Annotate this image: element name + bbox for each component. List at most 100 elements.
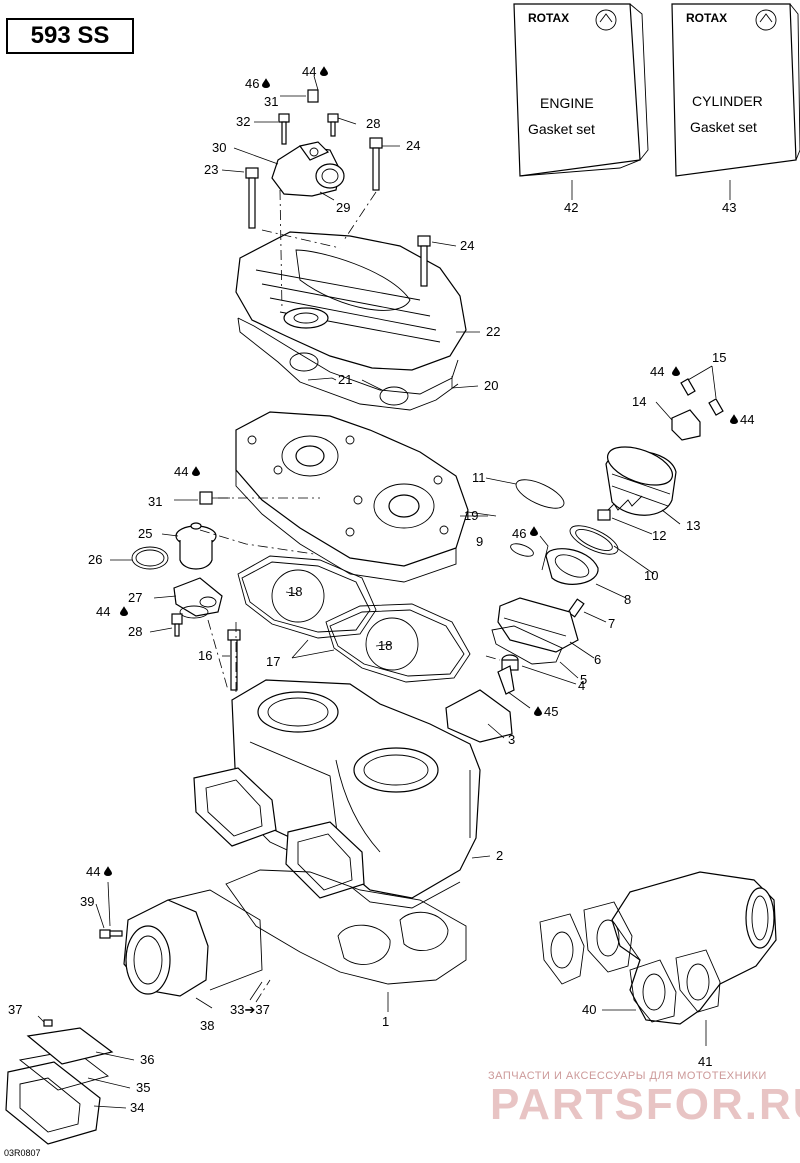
callout-8: 8 xyxy=(624,592,631,607)
seal-26[interactable] xyxy=(131,546,169,570)
engine-gasket-kit[interactable] xyxy=(513,3,649,177)
callout-27: 27 xyxy=(128,590,142,605)
assembly-lines xyxy=(199,189,501,1003)
reed-block-left[interactable] xyxy=(193,767,277,847)
callout-38: 38 xyxy=(200,1018,214,1033)
o-ring-11[interactable] xyxy=(512,474,568,514)
crankcase-gasket-1[interactable] xyxy=(225,869,467,985)
plug-31-side[interactable] xyxy=(199,491,213,505)
sealant-drop-icon xyxy=(320,66,328,76)
callout-11: 11 xyxy=(472,470,486,485)
sealant-44-label: 44 xyxy=(174,464,188,479)
sealant-drop-icon xyxy=(534,706,542,716)
sealant-45-label: 45 xyxy=(544,704,558,719)
head-gasket-right[interactable] xyxy=(325,603,471,683)
o-ring-21-right[interactable] xyxy=(379,386,409,406)
valve-cup-4[interactable] xyxy=(501,654,519,671)
sealant-drop-icon xyxy=(104,866,112,876)
gasket-20[interactable] xyxy=(237,317,459,411)
callout-29: 29 xyxy=(336,200,350,215)
callout-20: 20 xyxy=(484,378,498,393)
callout-5: 5 xyxy=(580,672,587,687)
cylinder-gasket-kit[interactable] xyxy=(671,3,800,177)
bolt-24-top[interactable] xyxy=(369,137,383,191)
o-ring-9[interactable] xyxy=(509,541,535,559)
intake-manifold-38[interactable] xyxy=(123,889,263,997)
reed-stopper-36[interactable] xyxy=(26,1027,114,1065)
screw-7[interactable] xyxy=(567,598,585,618)
callout-23: 23 xyxy=(204,162,218,177)
o-ring-21-left[interactable] xyxy=(289,352,319,372)
kit-subtitle: Gasket set xyxy=(528,121,595,137)
sealant-44-label: 44 xyxy=(96,604,110,619)
bolt-28-top[interactable] xyxy=(327,113,339,137)
exhaust-gasket-40[interactable] xyxy=(539,901,721,1023)
thermostat-25[interactable] xyxy=(175,522,217,570)
plug-31-top[interactable] xyxy=(307,89,319,103)
screw-15-left[interactable] xyxy=(680,378,696,396)
thermostat-housing[interactable] xyxy=(271,141,345,197)
model-title: 593 SS xyxy=(6,18,134,54)
cylinder-head[interactable] xyxy=(235,411,469,583)
kit-brand: ROTAX xyxy=(528,11,569,25)
callout-15: 15 xyxy=(712,350,726,365)
screw-15-right[interactable] xyxy=(708,398,724,416)
callout-10: 10 xyxy=(644,568,658,583)
leader-lines xyxy=(37,75,731,1109)
callout-33-to-37: 33➔37 xyxy=(230,1002,270,1017)
exhaust-manifold-41[interactable] xyxy=(611,871,777,1025)
reed-block-right[interactable] xyxy=(285,821,365,899)
screw-37[interactable] xyxy=(43,1019,53,1027)
sealant-44-label: 44 xyxy=(650,364,664,379)
callout-28: 28 xyxy=(128,624,142,639)
bolt-32[interactable] xyxy=(278,113,290,145)
watermark-site: PARTSFOR.RU xyxy=(490,1080,800,1129)
bolt-24-head[interactable] xyxy=(417,235,431,287)
head-gasket-left[interactable] xyxy=(237,555,377,639)
callout-21: 21 xyxy=(338,372,352,387)
callout-18: 18 xyxy=(288,584,302,599)
valve-housing-6[interactable] xyxy=(497,597,579,653)
sealant-44-label: 44 xyxy=(302,64,316,79)
callout-42: 42 xyxy=(564,200,578,215)
callout-12: 12 xyxy=(652,528,666,543)
gasket-5[interactable] xyxy=(491,625,563,665)
sealant-drop-icon xyxy=(530,526,538,536)
bolt-28-cover[interactable] xyxy=(171,613,183,637)
sealant-46-label: 46 xyxy=(245,76,259,91)
callout-18: 18 xyxy=(378,638,392,653)
cylinder-block[interactable] xyxy=(231,679,481,909)
plug-14[interactable] xyxy=(671,409,701,441)
rave-valve-3[interactable] xyxy=(445,665,515,743)
bolt-16[interactable] xyxy=(227,629,241,691)
spring-12[interactable] xyxy=(597,495,643,521)
sealant-drop-icon xyxy=(120,606,128,616)
bellows-8[interactable] xyxy=(545,548,599,585)
callout-31: 31 xyxy=(264,94,278,109)
bolt-23[interactable] xyxy=(245,167,259,229)
callout-19: 19 xyxy=(464,508,478,523)
cover-13[interactable] xyxy=(603,439,678,516)
diagram-code: 03R0807 xyxy=(4,1148,41,1158)
callout-2: 2 xyxy=(496,848,503,863)
callout-34: 34 xyxy=(130,1100,144,1115)
sealant-drop-icon xyxy=(672,366,680,376)
sealant-46-label: 46 xyxy=(512,526,526,541)
kit-brand: ROTAX xyxy=(686,11,727,25)
kit-subtitle: Gasket set xyxy=(690,119,757,135)
gasket-10[interactable] xyxy=(566,520,622,560)
bolt-39[interactable] xyxy=(99,929,123,939)
callout-9: 9 xyxy=(476,534,483,549)
callout-16: 16 xyxy=(198,648,212,663)
reed-spacer-34[interactable] xyxy=(5,1061,101,1145)
rotax-logo-icon xyxy=(595,9,617,31)
callout-25: 25 xyxy=(138,526,152,541)
callout-41: 41 xyxy=(698,1054,712,1069)
callout-6: 6 xyxy=(594,652,601,667)
cylinder-head-cover[interactable] xyxy=(235,231,467,371)
callout-labels: 42 43 46 44 31 32 28 24 30 23 29 24 22 2… xyxy=(8,64,754,1115)
callout-7: 7 xyxy=(608,616,615,631)
cover-27[interactable] xyxy=(173,577,223,619)
callout-13: 13 xyxy=(686,518,700,533)
callout-26: 26 xyxy=(88,552,102,567)
